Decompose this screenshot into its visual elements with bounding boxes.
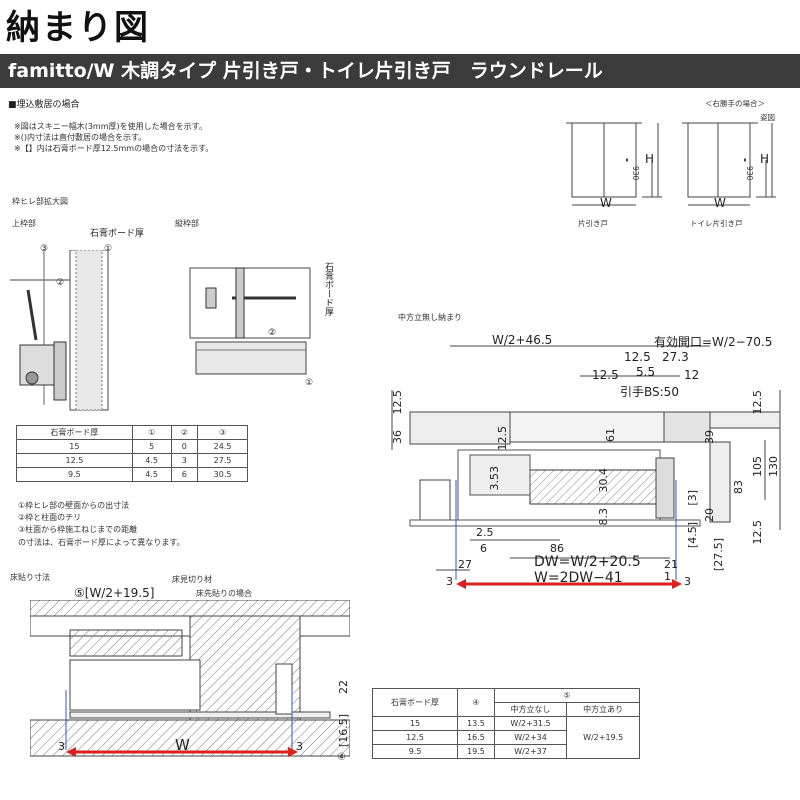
dim-20: 20 (703, 508, 716, 522)
w-label-2: W (714, 196, 726, 210)
ft-c4: ④ (457, 688, 495, 717)
dim-27: 27 (458, 558, 472, 571)
ft-no: 中方立なし (493, 702, 568, 717)
note-3: ※【】内は石膏ボード厚12.5mmの場合の寸法を示す。 (14, 144, 214, 153)
th-1: ① (131, 425, 172, 440)
plan-heading: 中方立無し納まり (398, 313, 462, 322)
th-2: ② (170, 425, 199, 440)
dim-12: 12 (684, 368, 700, 382)
left-36: 36 (391, 430, 404, 444)
floor-c4: ④ (337, 752, 346, 763)
dim-45: [4.5] (686, 522, 699, 549)
legend-2: ②枠と柱面のチリ (18, 513, 82, 522)
dim-25: 2.5 (476, 526, 494, 539)
dim-125b: 12.5 (592, 368, 619, 382)
dim-273: 27.3 (662, 350, 689, 364)
floor-dim5: ⑤[W/2+19.5] (74, 586, 155, 600)
table-row: 9.5 4.5 6 30.5 (16, 467, 248, 482)
th-gypsum: 石膏ボード厚 (16, 425, 133, 440)
dim-dw: DW=W/2+20.5 (534, 554, 641, 570)
dim-w-total: W=2DW−41 (534, 570, 623, 586)
table-row: 15 5 0 24.5 (16, 439, 248, 454)
dim-6: 6 (480, 542, 487, 555)
dim-86: 86 (550, 542, 564, 555)
dim-83a: 8.3 (597, 508, 610, 526)
plan-section-drawing (391, 345, 781, 589)
ft-merged: W/2+19.5 (566, 716, 640, 759)
right-125b: 12.5 (751, 520, 764, 545)
dim-39: 39 (703, 430, 716, 444)
dim-125a: 12.5 (624, 350, 651, 364)
dim-930-2: 930 (745, 166, 754, 181)
view-label: 姿図 (760, 113, 775, 122)
legend-1: ①枠ヒレ部の壁面からの出寸法 (18, 501, 130, 510)
left-125: 12.5 (391, 390, 404, 415)
elevation-drawings (566, 122, 776, 206)
ft-gypsum: 石膏ボード厚 (371, 688, 459, 717)
right-hand-caption: ＜右勝手の場合＞ (705, 99, 765, 108)
floor-cut-label: 床見切り材 (172, 575, 212, 584)
plan-three-left: 3 (446, 575, 453, 588)
dim-353: 3.53 (488, 466, 501, 491)
dim-275: [27.5] (712, 538, 725, 572)
h-label-1: H (645, 152, 655, 166)
table-row: 15 13.5 W/2+31.5 W/2+19.5 (371, 716, 640, 759)
dim-55: 5.5 (636, 365, 656, 379)
dim-930-1: 930 (631, 166, 640, 181)
circle-1b: ① (305, 378, 314, 388)
top-frame-label: 上枠部 (12, 219, 36, 228)
ft-c5: ⑤ (493, 688, 641, 703)
floor-three-left: 3 (58, 740, 65, 753)
door1-label: 片引き戸 (578, 219, 608, 228)
dim-105: 105 (751, 456, 764, 477)
dim-304: 30.4 (597, 468, 610, 493)
dim-opening: 有効開口=W/2−70.5 (654, 335, 773, 349)
door2-label: トイレ片引き戸 (690, 219, 743, 228)
plan-three-right: 3 (684, 575, 691, 588)
floor-three-right: 3 (296, 740, 303, 753)
legend-3: ③柱面から枠施工ねじまでの距離 (18, 525, 138, 534)
note-1: ※図はスキニー幅木(3mm厚)を使用した場合を示す。 (14, 122, 207, 131)
right-125a: 12.5 (751, 390, 764, 415)
w-label-1: W (600, 196, 612, 210)
gypsum-label-vertical: 石膏ボード厚 (323, 262, 333, 316)
floor-w: W (175, 736, 190, 754)
toilet-door-elevation (687, 122, 751, 198)
floor-d22: 22 (337, 680, 350, 694)
circle-3: ③ (40, 244, 49, 254)
th-3: ③ (197, 425, 248, 440)
dim-3b: [3] (686, 490, 699, 506)
frame-detail-heading: 枠ヒレ部拡大図 (12, 197, 68, 206)
floor-table: 石膏ボード厚 ④ ⑤ 中方立なし 中方立あり 15 13.5 W/2+31.5 … (371, 688, 641, 759)
dim-130: 130 (767, 456, 780, 477)
page-title: 納まり図 (6, 8, 150, 48)
floor-section-drawing (30, 600, 350, 757)
circle-1: ① (104, 244, 113, 254)
floor-heading: 床貼り寸法 (10, 573, 50, 582)
pull-bs: 引手BS:50 (620, 385, 679, 399)
dim-61: 61 (604, 428, 617, 442)
circle-2: ② (56, 278, 65, 288)
in-125: 12.5 (496, 426, 509, 451)
frame-detail-drawing (10, 250, 311, 411)
plan-one: 1 (664, 570, 671, 583)
note-2: ※()内寸法は直付敷居の場合を示す。 (14, 133, 147, 142)
section-heading: ■埋込敷居の場合 (8, 100, 80, 110)
legend-4: の寸法は、石膏ボード厚によって異なります。 (18, 538, 185, 547)
table-row: 12.5 4.5 3 27.5 (16, 453, 248, 468)
gypsum-label: 石膏ボード厚 (90, 229, 145, 239)
product-subtitle-bar: famitto/W 木調タイプ 片引き戸・トイレ片引き戸 ラウンドレール (0, 54, 800, 88)
circle-2b: ② (268, 328, 277, 338)
floor-d165: [16.5] (337, 714, 350, 748)
dim-21: 21 (664, 558, 678, 571)
dim-w2-465: W/2+46.5 (492, 333, 553, 347)
table-row: 12.5 16.5 W/2+34 (371, 730, 640, 745)
floor-case-label: 床先貼りの場合 (196, 589, 252, 598)
thickness-table: 石膏ボード厚 ① ② ③ 15 5 0 24.5 12.5 4.5 3 27.5… (16, 425, 248, 482)
dim-83b: 83 (732, 480, 745, 494)
table-row: 9.5 19.5 W/2+37 (371, 744, 640, 759)
vertical-frame-label: 縦枠部 (175, 219, 199, 228)
ft-yes: 中方立あり (566, 702, 640, 717)
h-label-2: H (760, 152, 770, 166)
